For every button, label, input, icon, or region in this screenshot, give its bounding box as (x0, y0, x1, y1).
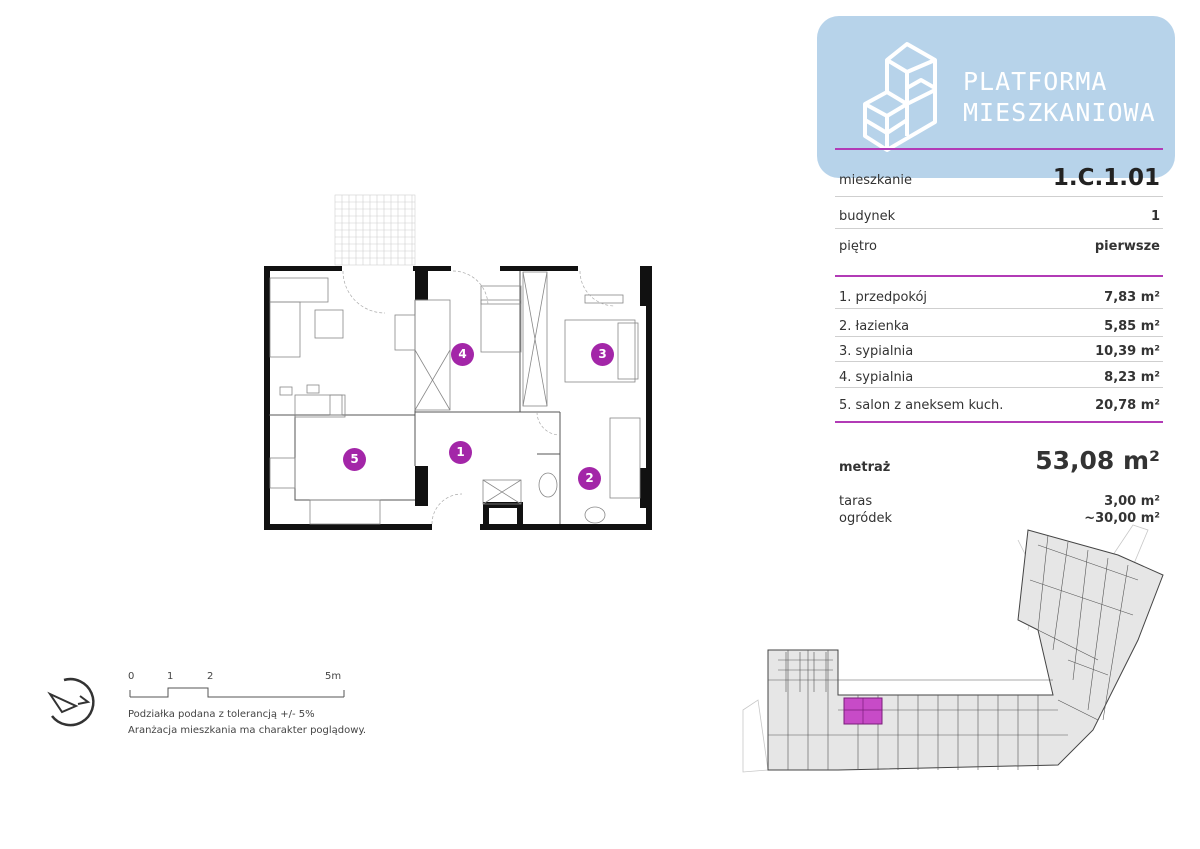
extra-label: ogródek (839, 511, 892, 526)
compass-icon (47, 677, 95, 727)
scale-tick: 1 (167, 671, 174, 682)
scale-tick: 2 (207, 671, 214, 682)
extra-label: taras (839, 494, 873, 509)
room-area: 5,85 m² (1104, 319, 1160, 334)
room-marker: 3 (591, 343, 614, 366)
room-label: 5. salon z aneksem kuch. (839, 398, 1004, 413)
apartment-label: mieszkanie (839, 173, 912, 188)
extra-value: 3,00 m² (1104, 494, 1160, 509)
room-label: 3. sypialnia (839, 344, 914, 359)
room-marker: 4 (451, 343, 474, 366)
scale-tick: 5m (325, 671, 342, 682)
brand-logo: PLATFORMA MIESZKANIOWA (817, 16, 1175, 178)
brand-line1: PLATFORMA (963, 67, 1108, 96)
room-label: 1. przedpokój (839, 290, 928, 305)
apartment-info: mieszkanie 1.C.1.01 budynek 1 piętro pierw… (835, 148, 1163, 548)
room-marker: 1 (449, 441, 472, 464)
site-plan (742, 524, 1164, 773)
room-area: 20,78 m² (1095, 398, 1160, 413)
scale-tick: 0 (128, 671, 135, 682)
tolerance-note: Podziałka podana z tolerancją +/- 5% (128, 709, 315, 720)
room-area: 10,39 m² (1095, 344, 1160, 359)
building-label: budynek (839, 209, 896, 224)
room-marker: 5 (343, 448, 366, 471)
room-area: 8,23 m² (1104, 370, 1160, 385)
total-area: 53,08 m² (1035, 446, 1160, 475)
room-marker: 2 (578, 467, 601, 490)
room-area: 7,83 m² (1104, 290, 1160, 305)
floor-label: piętro (839, 239, 877, 254)
extra-value: ~30,00 m² (1084, 511, 1160, 526)
apartment-code: 1.C.1.01 (1052, 165, 1160, 191)
scale-bar (129, 687, 345, 698)
room-label: 4. sypialnia (839, 370, 914, 385)
room-label: 2. łazienka (839, 319, 910, 334)
arrangement-note: Aranżacja mieszkania ma charakter pogląd… (128, 725, 367, 736)
building-value: 1 (1150, 209, 1160, 224)
floor-plan (264, 194, 652, 530)
total-label: metraż (839, 460, 891, 475)
brand-name: PLATFORMA MIESZKANIOWA (963, 66, 1156, 128)
floor-value: pierwsze (1094, 239, 1160, 254)
terrace (334, 194, 416, 266)
brand-line2: MIESZKANIOWA (963, 98, 1156, 127)
logo-cube-icon (863, 42, 937, 152)
